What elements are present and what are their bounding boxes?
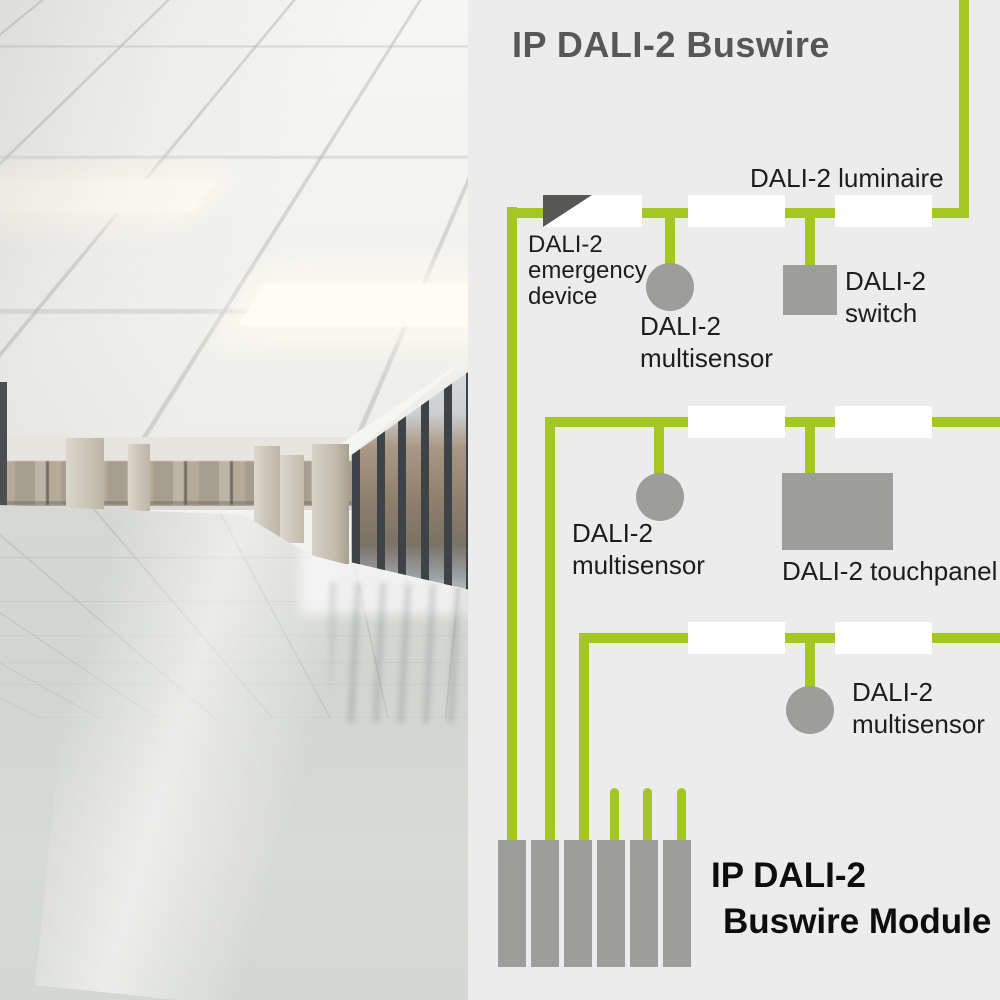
window-mullion — [352, 372, 360, 590]
module-stub-wire — [677, 788, 686, 840]
buswire-module-bar — [597, 840, 625, 967]
buswire-module-bar — [564, 840, 592, 967]
left-window-edge — [0, 382, 7, 508]
label-emergency-device: DALI-2 emergency device — [528, 231, 647, 310]
concrete-column-large — [312, 444, 349, 564]
buswire-module-bar — [663, 840, 691, 967]
label-touchpanel: DALI-2 touchpanel — [782, 556, 998, 586]
bus-drop-touchpanel — [805, 424, 815, 476]
ceiling-shading — [0, 0, 468, 480]
bus-line-vertical-3 — [579, 633, 589, 840]
bus-drop-multisensor-1 — [665, 214, 675, 266]
emergency-device-triangle-icon — [543, 195, 592, 227]
window-mullion — [444, 372, 452, 590]
module-label-line1: IP DALI-2 — [711, 856, 866, 895]
far-floor-line — [0, 501, 352, 506]
module-stub-wire — [610, 788, 619, 840]
luminaire-rect — [688, 406, 785, 438]
bus-line-vertical-2 — [545, 417, 555, 840]
far-column — [128, 444, 150, 516]
mullion-reflections — [330, 583, 468, 723]
label-multisensor-3: DALI-2 multisensor — [852, 677, 985, 739]
luminaire-rect-emergency — [543, 195, 642, 227]
bus-drop-switch — [805, 214, 815, 269]
diagram-title: IP DALI-2 Buswire — [512, 24, 830, 65]
bus-line-row-3 — [579, 633, 1000, 643]
concrete-column-small — [280, 455, 304, 543]
module-label: IP DALI-2 Buswire Module — [711, 853, 991, 945]
luminaire-rect — [835, 622, 932, 654]
office-photo — [0, 0, 468, 1000]
module-label-line2: Buswire Module — [723, 902, 992, 942]
luminaire-rect — [688, 195, 785, 227]
buswire-module-bar — [498, 840, 526, 967]
multisensor-circle-3 — [786, 686, 834, 734]
touchpanel-rect — [782, 473, 893, 550]
luminaire-rect — [688, 622, 785, 654]
label-multisensor-1: DALI-2 multisensor — [640, 311, 773, 373]
window-mullion — [466, 372, 468, 590]
bus-drop-multisensor-3 — [805, 640, 815, 690]
bus-line-vertical-1 — [507, 207, 517, 840]
window-mullion — [398, 372, 406, 590]
buswire-diagram-panel — [468, 0, 1000, 1000]
switch-square — [783, 265, 837, 315]
multisensor-circle-1 — [646, 263, 694, 311]
floor-reflection-streak — [34, 505, 346, 1000]
bus-line-vertical-right — [959, 0, 969, 218]
window-mullion — [377, 372, 385, 590]
label-multisensor-2: DALI-2 multisensor — [572, 518, 705, 580]
module-stub-wire — [643, 788, 652, 840]
ceiling — [0, 0, 468, 480]
buswire-module-bar — [630, 840, 658, 967]
luminaire-rect — [835, 195, 932, 227]
label-switch: DALI-2 switch — [845, 266, 926, 328]
luminaire-rect — [835, 406, 932, 438]
floor — [0, 505, 468, 1000]
label-luminaire: DALI-2 luminaire — [750, 163, 944, 193]
window-mullion — [421, 372, 429, 590]
buswire-module-bar — [531, 840, 559, 967]
bus-drop-multisensor-2 — [654, 424, 664, 476]
multisensor-circle-2 — [636, 473, 684, 521]
